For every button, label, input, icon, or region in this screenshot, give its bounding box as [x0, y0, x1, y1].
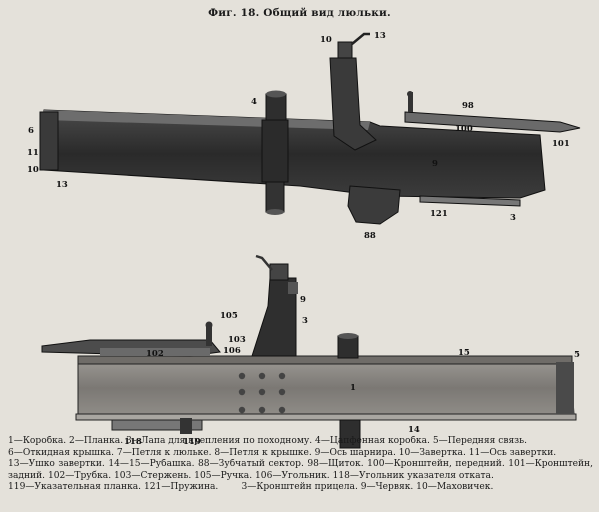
- top-view-cradle: [39, 32, 581, 225]
- label-119: 119: [183, 437, 201, 447]
- label-102: 102: [146, 349, 164, 359]
- figure-title: Фиг. 18. Общий вид люльки.: [208, 7, 391, 19]
- label-5: 5: [574, 350, 580, 360]
- caption-line-3: 13—Ушко завертки. 14—15—Рубашка. 88—Зубч…: [8, 459, 593, 481]
- caption-line-1: 1—Коробка. 2—Планка. 3—Лапа для креплени…: [8, 436, 527, 446]
- label-10-left: 10: [27, 165, 39, 175]
- side-view-cradle: [41, 254, 577, 449]
- label-9-bottom: 9: [300, 295, 306, 305]
- caption-line-4: 119—Указательная планка. 121—Пружина. 3—…: [8, 482, 494, 493]
- label-106: 106: [223, 346, 241, 356]
- label-6: 6: [28, 126, 34, 136]
- label-100: 100: [455, 124, 473, 134]
- label-3-top: 3: [510, 213, 516, 223]
- label-10-top: 10: [320, 35, 332, 45]
- figure-caption: 1—Коробка. 2—Планка. 3—Лапа для креплени…: [8, 436, 593, 494]
- label-103: 103: [228, 335, 246, 345]
- label-4: 4: [251, 97, 257, 107]
- label-11: 11: [27, 148, 39, 158]
- label-15: 15: [458, 348, 470, 358]
- label-98: 98: [462, 101, 474, 111]
- label-101: 101: [552, 139, 570, 149]
- label-13-left: 13: [56, 180, 68, 190]
- label-14: 14: [408, 425, 420, 435]
- caption-line-2: 6—Откидная крышка. 7—Петля к люльке. 8—П…: [8, 447, 557, 458]
- label-1: 1: [350, 383, 356, 393]
- label-118: 118: [124, 437, 142, 447]
- label-13-top: 13: [374, 31, 386, 41]
- label-105: 105: [220, 311, 238, 321]
- label-88: 88: [364, 231, 376, 241]
- label-121: 121: [430, 209, 448, 219]
- label-9-top: 9: [432, 159, 438, 169]
- label-3-bottom: 3: [302, 316, 308, 326]
